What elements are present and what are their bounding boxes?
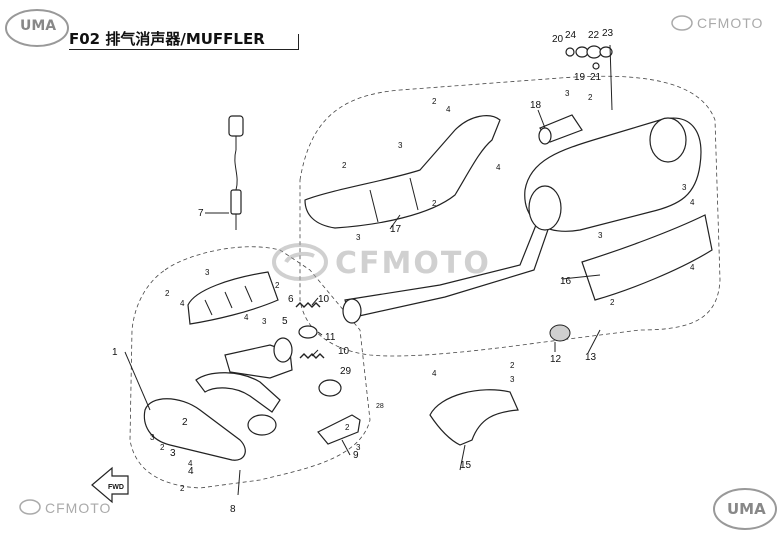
callout-29: 29 — [340, 366, 352, 377]
header-pipe — [143, 337, 293, 461]
page-title: F02 排气消声器/MUFFLER — [69, 30, 265, 48]
num: 3 — [598, 231, 603, 240]
num: 4 — [244, 313, 249, 322]
cfmoto-logo-bottom-left-icon — [19, 499, 41, 515]
num: 4 — [180, 299, 185, 308]
num: 3 — [356, 233, 361, 242]
num: 4 — [432, 369, 437, 378]
num: 2 — [432, 97, 437, 106]
num: 2 — [275, 281, 280, 290]
num: 3 — [565, 89, 570, 98]
callout-18: 18 — [530, 100, 542, 111]
num: 2 — [342, 161, 347, 170]
mid-pipe-heat-shield — [304, 115, 501, 229]
uma-logo-bottom-right-icon — [713, 488, 777, 530]
callout-3: 3 — [170, 448, 176, 459]
callout-5: 5 — [282, 316, 288, 327]
callout-13: 13 — [585, 352, 597, 363]
num: 4 — [690, 198, 695, 207]
uma-brand-top-left: UMA — [20, 18, 57, 34]
rubber-grommet — [549, 324, 571, 342]
leader-lines — [124, 44, 613, 496]
num: 2 — [588, 93, 593, 102]
small-part-numbers: 2 3 4 4 3 2 3 2 4 2 2 4 3 2 4 2 3 2 3 3 … — [150, 89, 695, 493]
callout-23: 23 — [602, 28, 614, 39]
num: 3 — [510, 375, 515, 384]
callout-1: 1 — [112, 347, 118, 358]
num: 3 — [356, 443, 361, 452]
num: 3 — [398, 141, 403, 150]
num: 4 — [446, 105, 451, 114]
callout-11: 11 — [325, 332, 336, 343]
header-heat-shield — [187, 271, 279, 325]
callout-8: 8 — [230, 504, 236, 515]
callout-6: 6 — [288, 294, 294, 305]
callout-4: 4 — [188, 466, 194, 477]
num: 2 — [510, 361, 515, 370]
mount-bracket — [317, 414, 361, 445]
callout-2: 2 — [182, 417, 188, 428]
num: 3 — [682, 183, 687, 192]
callout-labels: 1 2 3 4 5 6 7 8 9 10 10 11 12 13 15 16 1… — [112, 28, 614, 515]
num: 2 — [610, 298, 615, 307]
spark-arrestor — [538, 114, 583, 145]
muffler-body — [524, 117, 702, 232]
num: 4 — [496, 163, 501, 172]
title-underline — [69, 49, 299, 50]
callout-17: 17 — [390, 224, 402, 235]
lower-guard — [429, 389, 519, 446]
callout-21: 21 — [590, 72, 602, 83]
num: 2 — [160, 443, 165, 452]
cfmoto-brand-bottom-left: CFMOTO — [45, 500, 112, 516]
callout-20: 20 — [552, 34, 564, 45]
callout-22: 22 — [588, 30, 600, 41]
title-tick — [298, 34, 299, 50]
num: 3 — [150, 433, 155, 442]
callout-10-upper: 10 — [318, 294, 330, 305]
uma-brand-bottom-right: UMA — [727, 500, 766, 518]
num: 2 — [165, 289, 170, 298]
uma-logo-top-left-icon — [5, 9, 69, 47]
callout-9: 9 — [353, 450, 359, 461]
callout-10-lower: 10 — [338, 346, 350, 357]
cfmoto-brand-top-right: CFMOTO — [697, 15, 764, 31]
callout-28: 28 — [376, 403, 384, 410]
callout-7: 7 — [198, 208, 204, 219]
num: 4 — [188, 459, 193, 468]
callout-19: 19 — [574, 72, 586, 83]
fwd-label: FWD — [108, 484, 124, 491]
header-pipe-group-outline — [129, 246, 371, 489]
num: 2 — [345, 423, 350, 432]
callout-12: 12 — [550, 354, 562, 365]
springs — [295, 302, 325, 359]
fwd-arrow-icon — [91, 466, 129, 504]
num: 3 — [205, 268, 210, 277]
num: 2 — [180, 484, 185, 493]
cfmoto-watermark-logo-icon — [272, 243, 328, 281]
cfmoto-watermark: CFMOTO — [335, 246, 491, 281]
callout-15: 15 — [460, 460, 472, 471]
tail-cap-parts — [565, 45, 613, 70]
num: 4 — [690, 263, 695, 272]
callout-24: 24 — [565, 30, 577, 41]
muffler-heat-shield — [581, 214, 713, 301]
num: 3 — [262, 317, 267, 326]
callout-16: 16 — [560, 276, 572, 287]
gasket-ring — [318, 379, 342, 397]
num: 2 — [432, 199, 437, 208]
oxygen-sensor — [205, 115, 244, 230]
cfmoto-logo-top-right-icon — [671, 15, 693, 31]
muffler-group-outline — [299, 75, 721, 357]
